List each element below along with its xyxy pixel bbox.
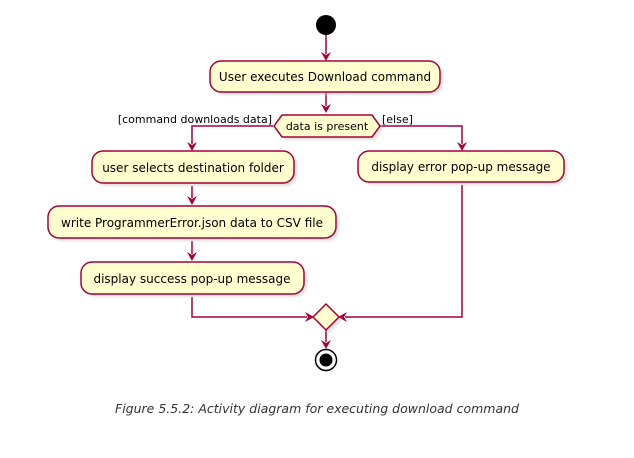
merge-node bbox=[311, 302, 342, 333]
action-select-destination-folder: user selects destination folder bbox=[91, 150, 297, 186]
end-node bbox=[314, 348, 338, 372]
action-write-csv: write ProgrammerError.json data to CSV f… bbox=[47, 205, 339, 241]
edge-decision-yes bbox=[191, 125, 273, 144]
action-display-success-label: display success pop-up message bbox=[93, 272, 290, 286]
action-display-success: display success pop-up message bbox=[80, 261, 307, 297]
action-display-error: display error pop-up message bbox=[357, 150, 567, 185]
guard-command-downloads-data: [command downloads data] bbox=[118, 113, 272, 126]
start-node bbox=[316, 15, 336, 35]
edge-success-to-merge bbox=[191, 297, 307, 318]
edge-error-to-merge bbox=[345, 185, 463, 318]
action-write-csv-label: write ProgrammerError.json data to CSV f… bbox=[61, 216, 323, 230]
action-execute-download-label: User executes Download command bbox=[219, 70, 431, 84]
decision-label: data is present bbox=[286, 120, 369, 133]
decision-data-present: data is present bbox=[273, 114, 383, 140]
figure-caption: Figure 5.5.2: Activity diagram for execu… bbox=[115, 401, 519, 416]
action-select-destination-folder-label: user selects destination folder bbox=[102, 161, 284, 175]
action-execute-download: User executes Download command bbox=[209, 60, 443, 95]
guard-else: [else] bbox=[382, 113, 413, 126]
activity-diagram: User executes Download command data is p… bbox=[47, 15, 567, 372]
edge-decision-no bbox=[380, 125, 463, 144]
action-display-error-label: display error pop-up message bbox=[371, 160, 550, 174]
edges bbox=[187, 35, 467, 349]
